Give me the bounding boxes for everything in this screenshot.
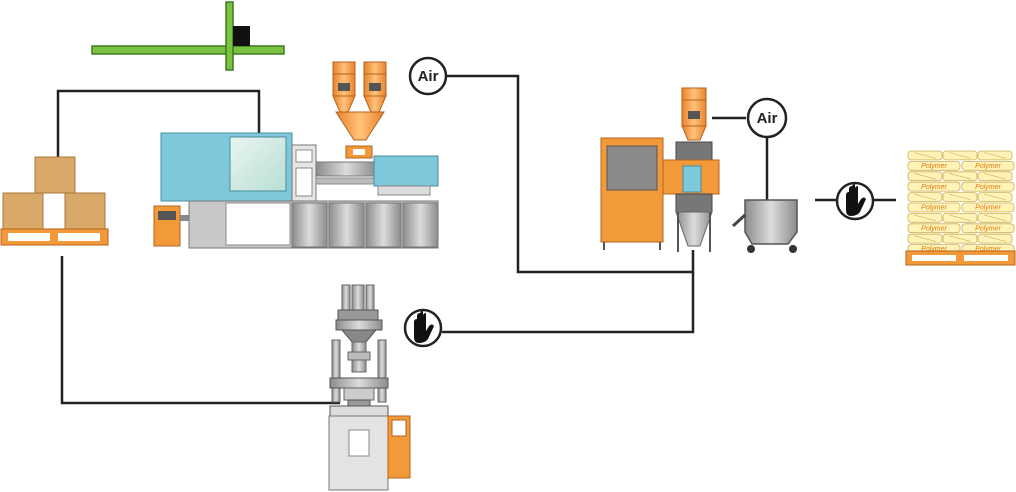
polymer-bag-label: Polymer	[921, 225, 947, 232]
polymer-bag	[961, 181, 1015, 192]
line-boxes-to-vertical-press	[60, 256, 340, 405]
polymer-bag-label: Polymer	[975, 205, 1001, 212]
dryer-unit-icon	[600, 87, 720, 252]
polymer-bag-label: Polymer	[975, 246, 1001, 253]
polymer-bag-label: Polymer	[975, 163, 1001, 170]
connection-lines	[56, 74, 896, 405]
pallet-icon	[905, 250, 1016, 266]
polymer-bag	[961, 202, 1015, 213]
polymer-bag	[907, 202, 961, 213]
mobile-bin-icon	[731, 199, 798, 253]
polymer-bag-label: Polymer	[921, 184, 947, 191]
vertical-press-icon	[328, 284, 411, 491]
polymer-bag-label: Polymer	[921, 163, 947, 170]
line-boxes-to-machine	[56, 89, 261, 158]
injection-molding-machine-icon	[153, 61, 439, 249]
polymer-bag	[961, 223, 1015, 234]
polymer-bag	[907, 223, 961, 234]
air-node-icon: Air	[408, 56, 448, 96]
polymer-bag-label: Polymer	[921, 246, 947, 253]
line-air-to-dryer	[446, 74, 695, 274]
polymer-bag	[907, 160, 961, 171]
polymer-bag	[961, 160, 1015, 171]
hand-stop-icon	[403, 308, 443, 348]
air-label-2: Air	[757, 110, 778, 127]
polymer-bag	[907, 181, 961, 192]
air-node-icon: Air	[746, 97, 788, 139]
box-pallet-icon	[0, 156, 109, 246]
polymer-bag-label: Polymer	[921, 205, 947, 212]
line-hand-to-dryer	[442, 272, 695, 334]
polymer-bag-label: Polymer	[975, 225, 1001, 232]
hand-stop-icon	[835, 181, 875, 221]
polymer-bag-label: Polymer	[975, 184, 1001, 191]
air-label-1: Air	[418, 68, 439, 85]
robot-arm-icon	[91, 1, 285, 71]
hopper-dryer-icon	[332, 61, 387, 159]
